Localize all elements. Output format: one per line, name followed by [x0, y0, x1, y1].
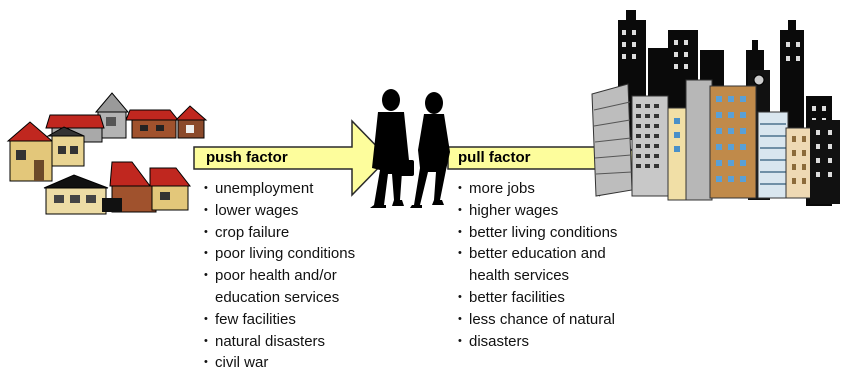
pull-factor-item: health services [469, 267, 570, 285]
pull-factor-item: better education and [458, 243, 617, 265]
city-skyline-icon [591, 10, 840, 206]
push-factor-item: natural disasters [204, 331, 355, 353]
pull-factor-item: better living conditions [458, 222, 617, 244]
village-houses-icon [6, 92, 208, 215]
pull-factor-label: pull factor [458, 149, 531, 166]
push-factor-item: unemployment [204, 178, 355, 200]
push-factor-label: push factor [206, 149, 288, 166]
push-factor-item: crop failure [204, 222, 355, 244]
pull-factor-item: higher wages [458, 200, 617, 222]
push-factor-item: education services [215, 288, 340, 306]
push-factor-list: unemploymentlower wagescrop failurepoor … [204, 178, 355, 374]
push-arrow [193, 119, 390, 197]
push-factor-item: civil war [204, 352, 355, 374]
pull-factor-item: better facilities [458, 287, 617, 309]
push-factor-item: poor living conditions [204, 243, 355, 265]
pull-factor-list: more jobshigher wagesbetter living condi… [458, 178, 617, 352]
push-factor-item: lower wages [204, 200, 355, 222]
pull-factor-item: disasters [458, 331, 617, 353]
walking-people-silhouette-icon [370, 89, 450, 208]
push-factor-item: few facilities [204, 309, 355, 331]
pull-factor-item: less chance of natural [458, 309, 617, 331]
pull-factor-item: more jobs [458, 178, 617, 200]
push-factor-item: poor health and/or [204, 265, 355, 287]
